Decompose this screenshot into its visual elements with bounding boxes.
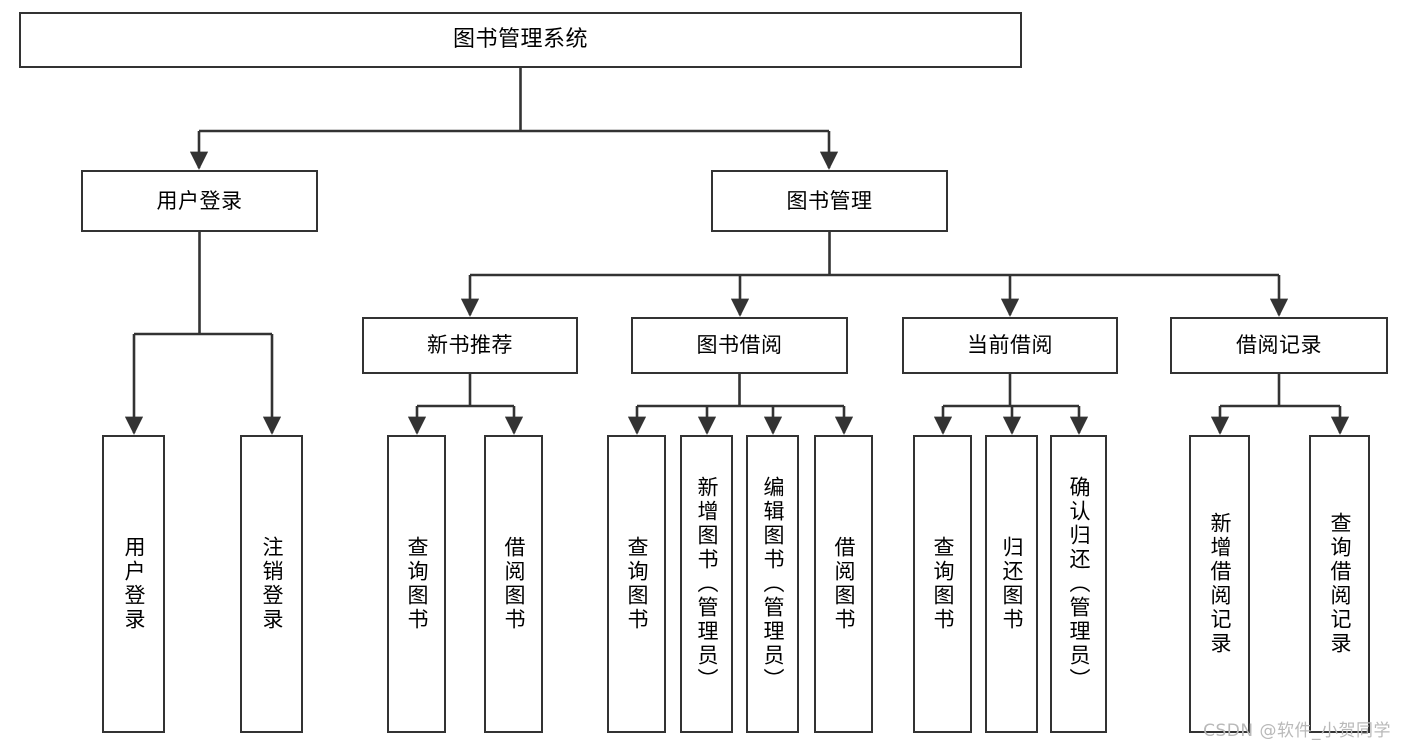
node-l3-record[interactable]: 借阅记录	[1170, 317, 1388, 374]
node-leaf-login-2[interactable]: 注销登录	[240, 435, 303, 733]
node-leaf-cur-2[interactable]: 归还图书	[985, 435, 1038, 733]
node-label: 图书借阅	[696, 333, 783, 357]
node-leaf-login-1[interactable]: 用户登录	[102, 435, 165, 733]
node-l2-book[interactable]: 图书管理	[711, 170, 948, 232]
node-leaf-new-2[interactable]: 借阅图书	[484, 435, 543, 733]
node-label: 图书管理	[786, 188, 873, 213]
node-l2-login[interactable]: 用户登录	[81, 170, 318, 232]
node-leaf-cur-3[interactable]: 确认归还（管理员）	[1050, 435, 1107, 733]
node-label: 新增图书（管理员）	[695, 476, 719, 692]
node-leaf-borrow-1[interactable]: 查询图书	[607, 435, 666, 733]
node-root[interactable]: 图书管理系统	[19, 12, 1022, 68]
node-leaf-borrow-2[interactable]: 新增图书（管理员）	[680, 435, 733, 733]
node-label: 用户登录	[156, 188, 243, 213]
node-leaf-cur-1[interactable]: 查询图书	[913, 435, 972, 733]
node-label: 新增借阅记录	[1208, 512, 1232, 656]
node-leaf-new-1[interactable]: 查询图书	[387, 435, 446, 733]
node-label: 借阅图书	[832, 536, 856, 632]
node-label: 注销登录	[260, 536, 284, 632]
node-label: 借阅图书	[502, 536, 526, 632]
node-label: 图书管理系统	[452, 27, 588, 52]
node-label: 编辑图书（管理员）	[761, 476, 785, 692]
node-label: 查询图书	[405, 536, 429, 632]
node-l3-borrow[interactable]: 图书借阅	[631, 317, 848, 374]
node-l3-current[interactable]: 当前借阅	[902, 317, 1118, 374]
node-label: 查询借阅记录	[1328, 512, 1352, 656]
node-leaf-borrow-3[interactable]: 编辑图书（管理员）	[746, 435, 799, 733]
node-label: 确认归还（管理员）	[1067, 476, 1091, 692]
node-label: 借阅记录	[1236, 333, 1322, 357]
node-label: 查询图书	[625, 536, 649, 632]
node-label: 新书推荐	[427, 333, 513, 357]
node-leaf-rec-1[interactable]: 新增借阅记录	[1189, 435, 1250, 733]
node-label: 查询图书	[931, 536, 955, 632]
node-label: 归还图书	[1000, 536, 1024, 632]
node-label: 用户登录	[122, 536, 146, 632]
node-leaf-rec-2[interactable]: 查询借阅记录	[1309, 435, 1370, 733]
node-l3-new[interactable]: 新书推荐	[362, 317, 578, 374]
watermark-text: CSDN @软件_小贺同学	[1203, 721, 1391, 741]
node-label: 当前借阅	[967, 333, 1053, 357]
node-leaf-borrow-4[interactable]: 借阅图书	[814, 435, 873, 733]
